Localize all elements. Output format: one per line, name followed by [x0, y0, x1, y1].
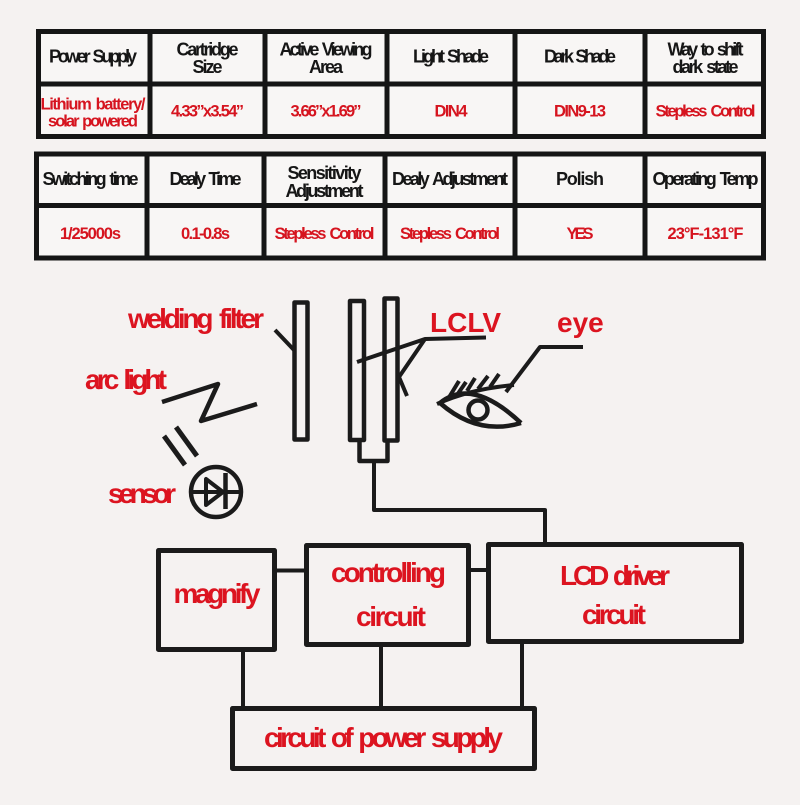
- svg-text:controlling: controlling: [331, 557, 446, 588]
- svg-text:3.66”x1.69”: 3.66”x1.69”: [291, 103, 362, 121]
- svg-text:4.33”x3.54”: 4.33”x3.54”: [171, 103, 244, 121]
- svg-text:Adjustment: Adjustment: [286, 181, 364, 201]
- svg-text:Cartridge: Cartridge: [177, 40, 239, 60]
- svg-text:Stepless Control: Stepless Control: [275, 225, 375, 243]
- svg-text:Power Supply: Power Supply: [49, 47, 137, 67]
- svg-text:Sensitivity: Sensitivity: [288, 163, 362, 183]
- svg-text:magnify: magnify: [174, 578, 261, 609]
- svg-text:DIN4: DIN4: [435, 103, 469, 121]
- svg-text:23°F-131°F: 23°F-131°F: [668, 225, 744, 243]
- svg-text:Light Shade: Light Shade: [413, 47, 489, 67]
- svg-text:LCD driver: LCD driver: [560, 560, 670, 591]
- svg-text:Polish: Polish: [556, 169, 604, 189]
- svg-text:Stepless Control: Stepless Control: [400, 225, 500, 243]
- svg-text:Way to shift: Way to shift: [668, 40, 744, 60]
- svg-text:Area: Area: [309, 57, 344, 77]
- svg-text:1/25000s: 1/25000s: [60, 225, 121, 243]
- svg-text:circuit: circuit: [582, 599, 646, 630]
- svg-text:Dealy Time: Dealy Time: [170, 169, 242, 189]
- svg-text:eye: eye: [557, 307, 604, 338]
- svg-text:YES: YES: [567, 225, 594, 243]
- svg-text:Dark Shade: Dark Shade: [544, 47, 616, 67]
- svg-text:Size: Size: [193, 57, 223, 77]
- svg-text:dark state: dark state: [673, 57, 739, 77]
- svg-text:circuit of power supply: circuit of power supply: [264, 722, 503, 753]
- svg-text:LCLV: LCLV: [430, 307, 501, 338]
- svg-text:Stepless Control: Stepless Control: [656, 103, 756, 121]
- svg-text:sensor: sensor: [108, 478, 176, 509]
- svg-text:0.1-0.8s: 0.1-0.8s: [181, 225, 230, 243]
- svg-text:DIN9-13: DIN9-13: [554, 103, 606, 121]
- svg-text:Dealy Adjustment: Dealy Adjustment: [392, 169, 508, 189]
- svg-text:circuit: circuit: [356, 601, 426, 632]
- svg-text:arc light: arc light: [85, 364, 167, 395]
- svg-text:Operating Temp: Operating Temp: [653, 169, 759, 189]
- svg-text:Switching time: Switching time: [43, 169, 139, 189]
- svg-text:solar powered: solar powered: [48, 113, 138, 131]
- svg-text:welding filter: welding filter: [127, 303, 264, 334]
- svg-text:Active Viewing: Active Viewing: [280, 40, 373, 60]
- svg-text:Lithium battery/: Lithium battery/: [41, 96, 146, 114]
